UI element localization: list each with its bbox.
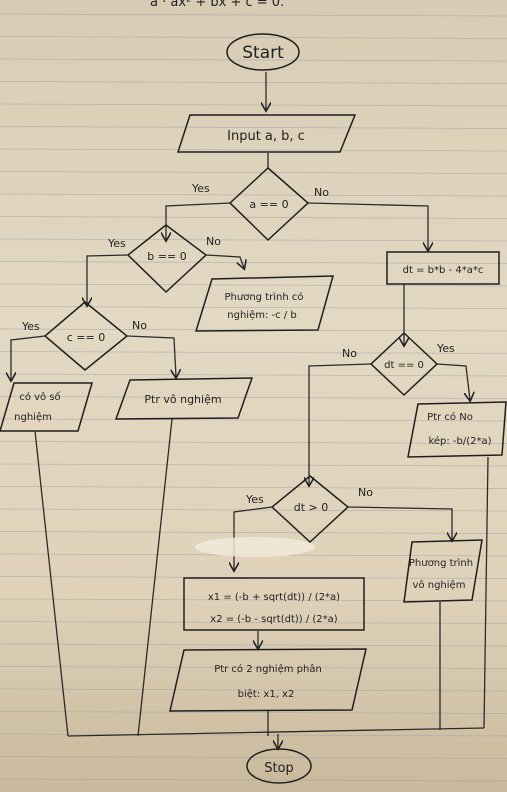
output-one-root-line1: Phương trình có [225, 291, 304, 303]
output-double-root: Ptr có No kép: -b/(2*a) [407, 401, 507, 458]
ruled-line [0, 171, 507, 174]
branch-no-a: No [314, 186, 329, 199]
ruled-line [0, 81, 507, 84]
ruled-line [0, 756, 507, 759]
process-roots-line2: x2 = (-b - sqrt(dt)) / (2*a) [210, 614, 338, 625]
ruled-line [0, 351, 507, 354]
process-dt-label: dt = b*b - 4*a*c [403, 265, 484, 276]
branch-yes-dt-zero: Yes [436, 342, 455, 355]
branch-yes-dt-pos: Yes [245, 493, 264, 506]
ruled-line [0, 126, 507, 129]
input-box: Input a, b, c [176, 114, 357, 153]
decision-a-label: a == 0 [249, 198, 288, 211]
ruled-line [0, 283, 507, 287]
ruled-line [0, 486, 507, 489]
ruled-line [0, 598, 507, 602]
output-double-root-line2: kép: -b/(2*a) [428, 435, 491, 447]
process-roots-line1: x1 = (-b + sqrt(dt)) / (2*a) [208, 592, 340, 603]
decision-b-label: b == 0 [147, 250, 186, 263]
branch-yes-c: Yes [21, 320, 40, 333]
stop-terminal: Stop [246, 748, 312, 784]
ruled-line [0, 36, 507, 39]
ruled-line [0, 238, 507, 242]
decision-dt-pos: dt > 0 [270, 475, 350, 544]
branch-no-b: No [206, 235, 221, 248]
ruled-line [0, 373, 507, 377]
ruled-line [0, 688, 507, 692]
ruled-line [0, 13, 507, 17]
ruled-line [0, 531, 507, 534]
ruled-line [0, 418, 507, 422]
output-no-root-left-label: Ptr vô nghiệm [144, 393, 221, 406]
output-no-root-right: Phương trình vô nghiệm [403, 539, 483, 603]
ruled-line [0, 306, 507, 309]
output-no-root-left: Ptr vô nghiệm [114, 377, 254, 420]
output-infinite-line2: nghiệm [14, 411, 52, 423]
start-label: Start [242, 43, 284, 63]
ruled-line [0, 733, 507, 737]
branch-no-dt-zero: No [342, 347, 357, 360]
ruled-line [0, 58, 507, 62]
decision-b: b == 0 [126, 224, 208, 294]
branch-yes-b: Yes [107, 237, 126, 250]
header-fragment: a · ax² + bx + c = 0. [150, 0, 284, 10]
ruled-line [0, 441, 507, 444]
decision-c: c == 0 [43, 301, 129, 371]
output-two-roots: Ptr có 2 nghiệm phân biệt: x1, x2 [169, 648, 367, 712]
smudge [195, 537, 315, 557]
output-two-roots-line2: biệt: x1, x2 [238, 688, 295, 700]
process-roots: x1 = (-b + sqrt(dt)) / (2*a) x2 = (-b - … [183, 577, 365, 631]
decision-a: a == 0 [228, 166, 310, 242]
ruled-line [0, 261, 507, 264]
ruled-line [0, 216, 507, 219]
ruled-line [0, 148, 507, 152]
output-infinite-roots: có vô số nghiệm [0, 382, 93, 432]
output-one-root: Phương trình có nghiệm: -c / b [194, 275, 334, 332]
decision-dt-pos-label: dt > 0 [294, 501, 329, 514]
decision-dt-zero: dt == 0 [369, 331, 439, 397]
ruled-line [0, 103, 507, 107]
output-infinite-line1: có vô số [19, 391, 60, 403]
ruled-line [0, 193, 507, 197]
ruled-line [0, 463, 507, 467]
ruled-line [0, 711, 507, 714]
start-terminal: Start [226, 33, 300, 71]
process-dt: dt = b*b - 4*a*c [386, 251, 500, 285]
output-double-root-line1: Ptr có No [427, 411, 473, 423]
ruled-line [0, 396, 507, 399]
output-two-roots-line1: Ptr có 2 nghiệm phân [214, 663, 322, 675]
output-one-root-line2: nghiệm: -c / b [227, 309, 296, 321]
output-no-root-right-line2: vô nghiệm [413, 579, 466, 591]
ruled-line [0, 778, 507, 782]
ruled-line [0, 666, 507, 669]
output-no-root-right-line1: Phương trình [409, 557, 473, 569]
branch-no-c: No [132, 319, 147, 332]
ruled-line [0, 621, 507, 624]
branch-yes-a: Yes [191, 182, 210, 195]
input-label: Input a, b, c [227, 129, 305, 144]
decision-c-label: c == 0 [67, 331, 105, 344]
ruled-line [0, 643, 507, 647]
branch-no-dt-pos: No [358, 486, 373, 499]
stop-label: Stop [264, 761, 294, 776]
decision-dt-zero-label: dt == 0 [384, 360, 424, 371]
